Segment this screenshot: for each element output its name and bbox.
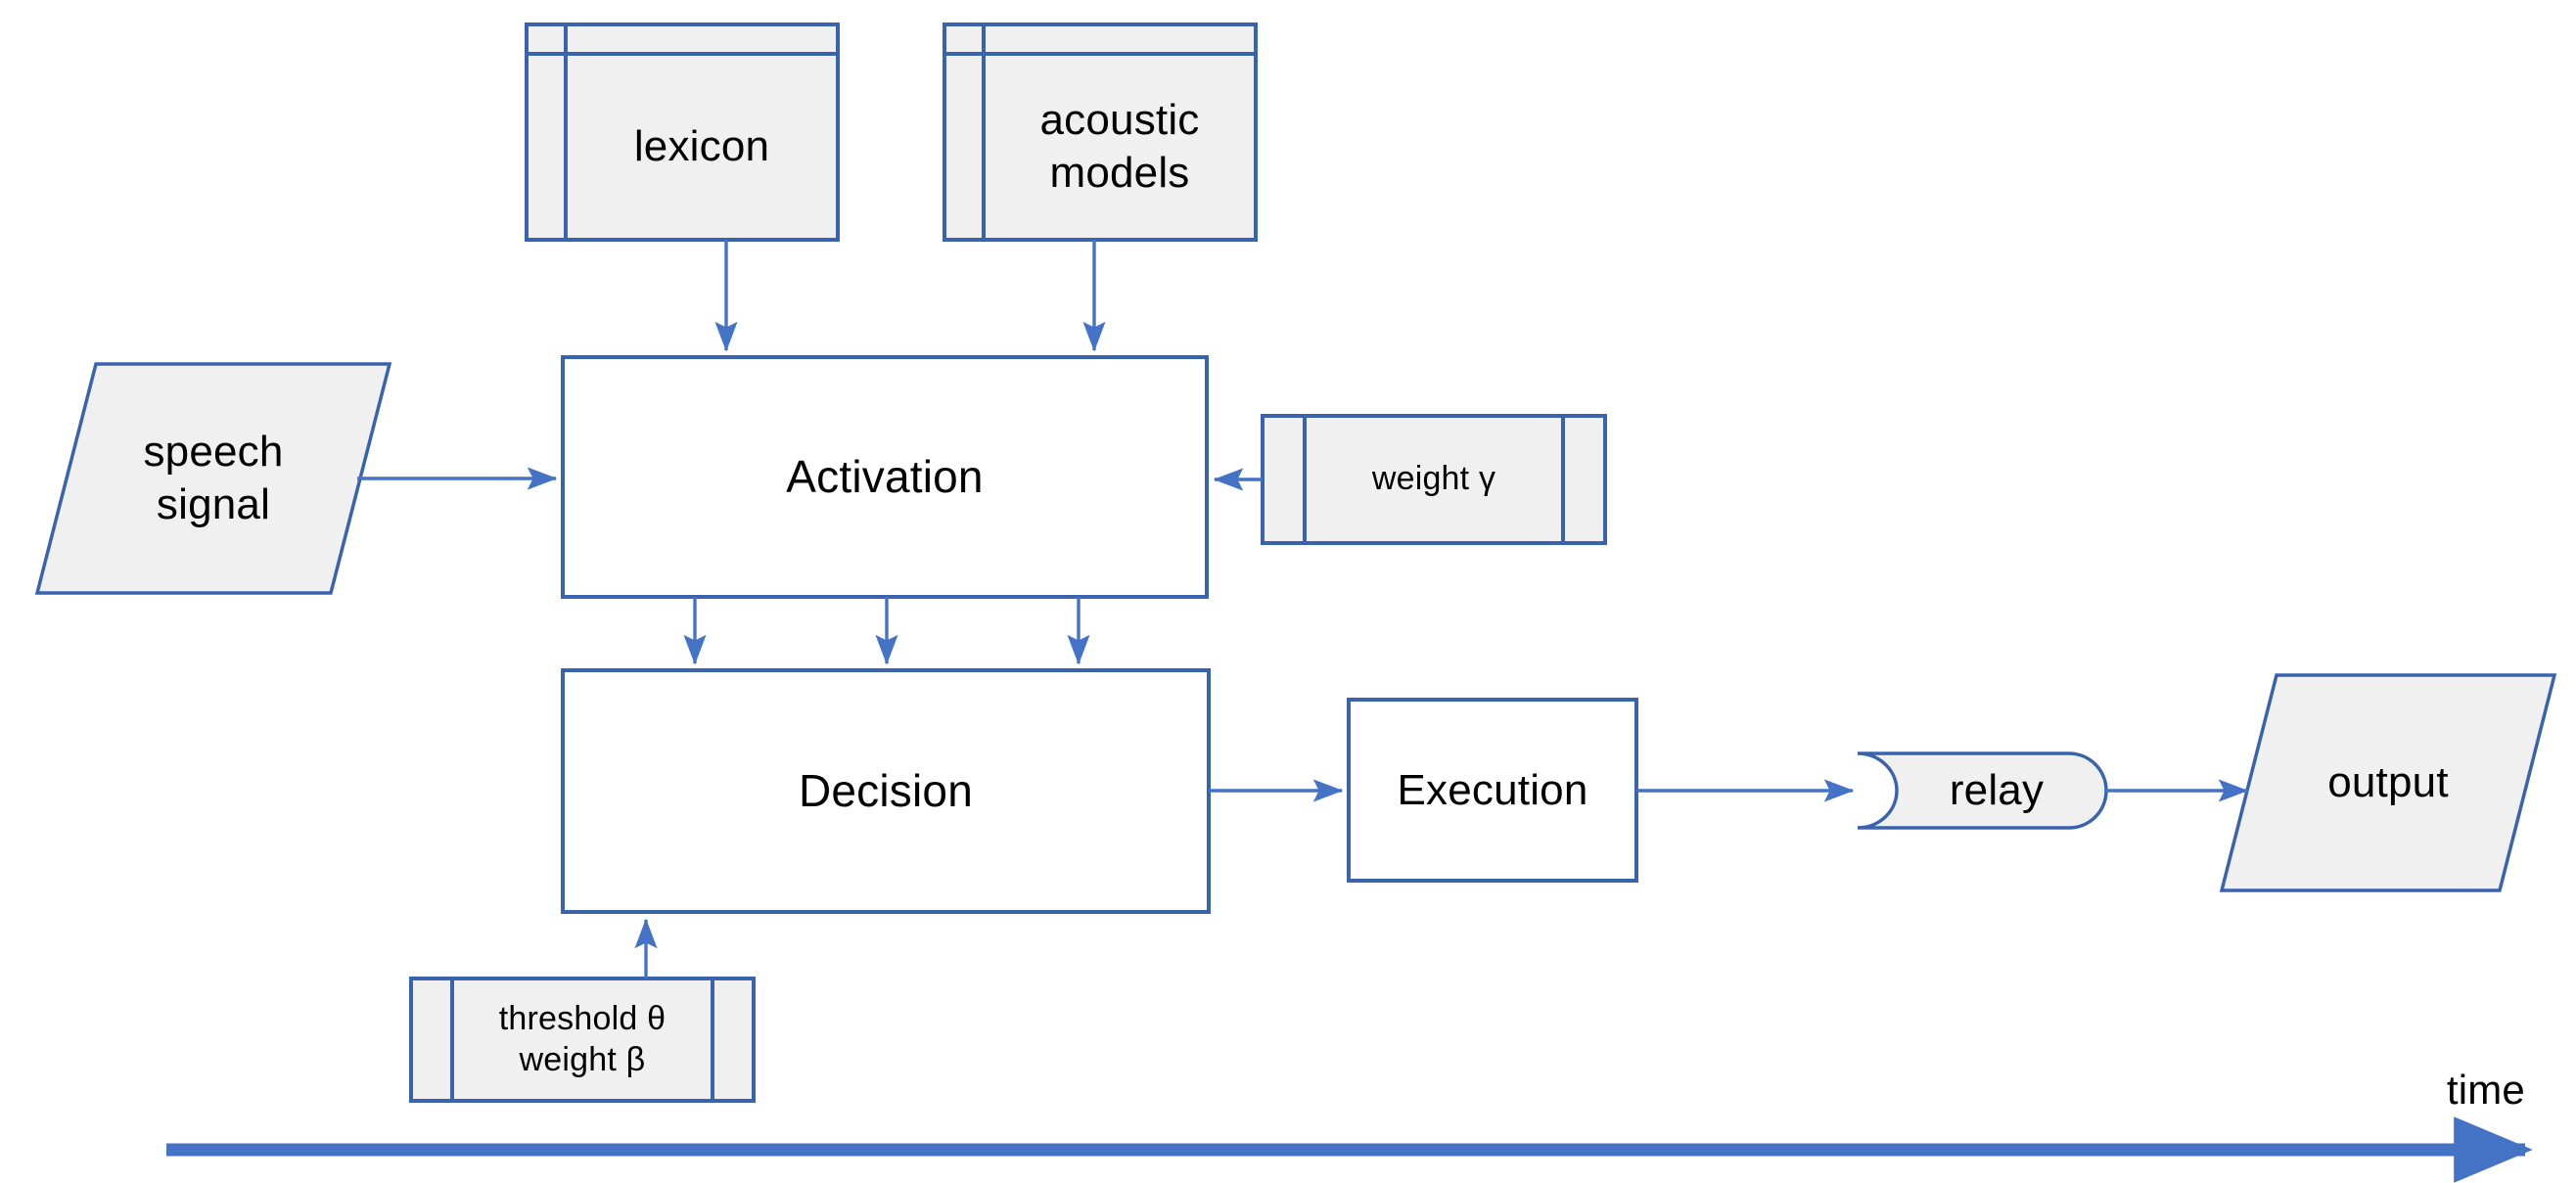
node-label-threshold: threshold θ weight β <box>498 1000 667 1078</box>
node-label-weight-gamma: weight γ <box>1371 460 1496 498</box>
node-label-relay: relay <box>1949 766 2045 815</box>
node-label-execution: Execution <box>1397 765 1588 814</box>
node-label-activation: Activation <box>786 451 984 503</box>
node-label-speech-signal: speech signal <box>143 428 284 528</box>
node-label-acoustic-models: acoustic models <box>1039 96 1200 197</box>
node-label-lexicon: lexicon <box>633 122 770 171</box>
node-label-output: output <box>2327 758 2449 807</box>
time-axis-label: time <box>2446 1067 2525 1114</box>
node-label-decision: Decision <box>798 765 973 817</box>
